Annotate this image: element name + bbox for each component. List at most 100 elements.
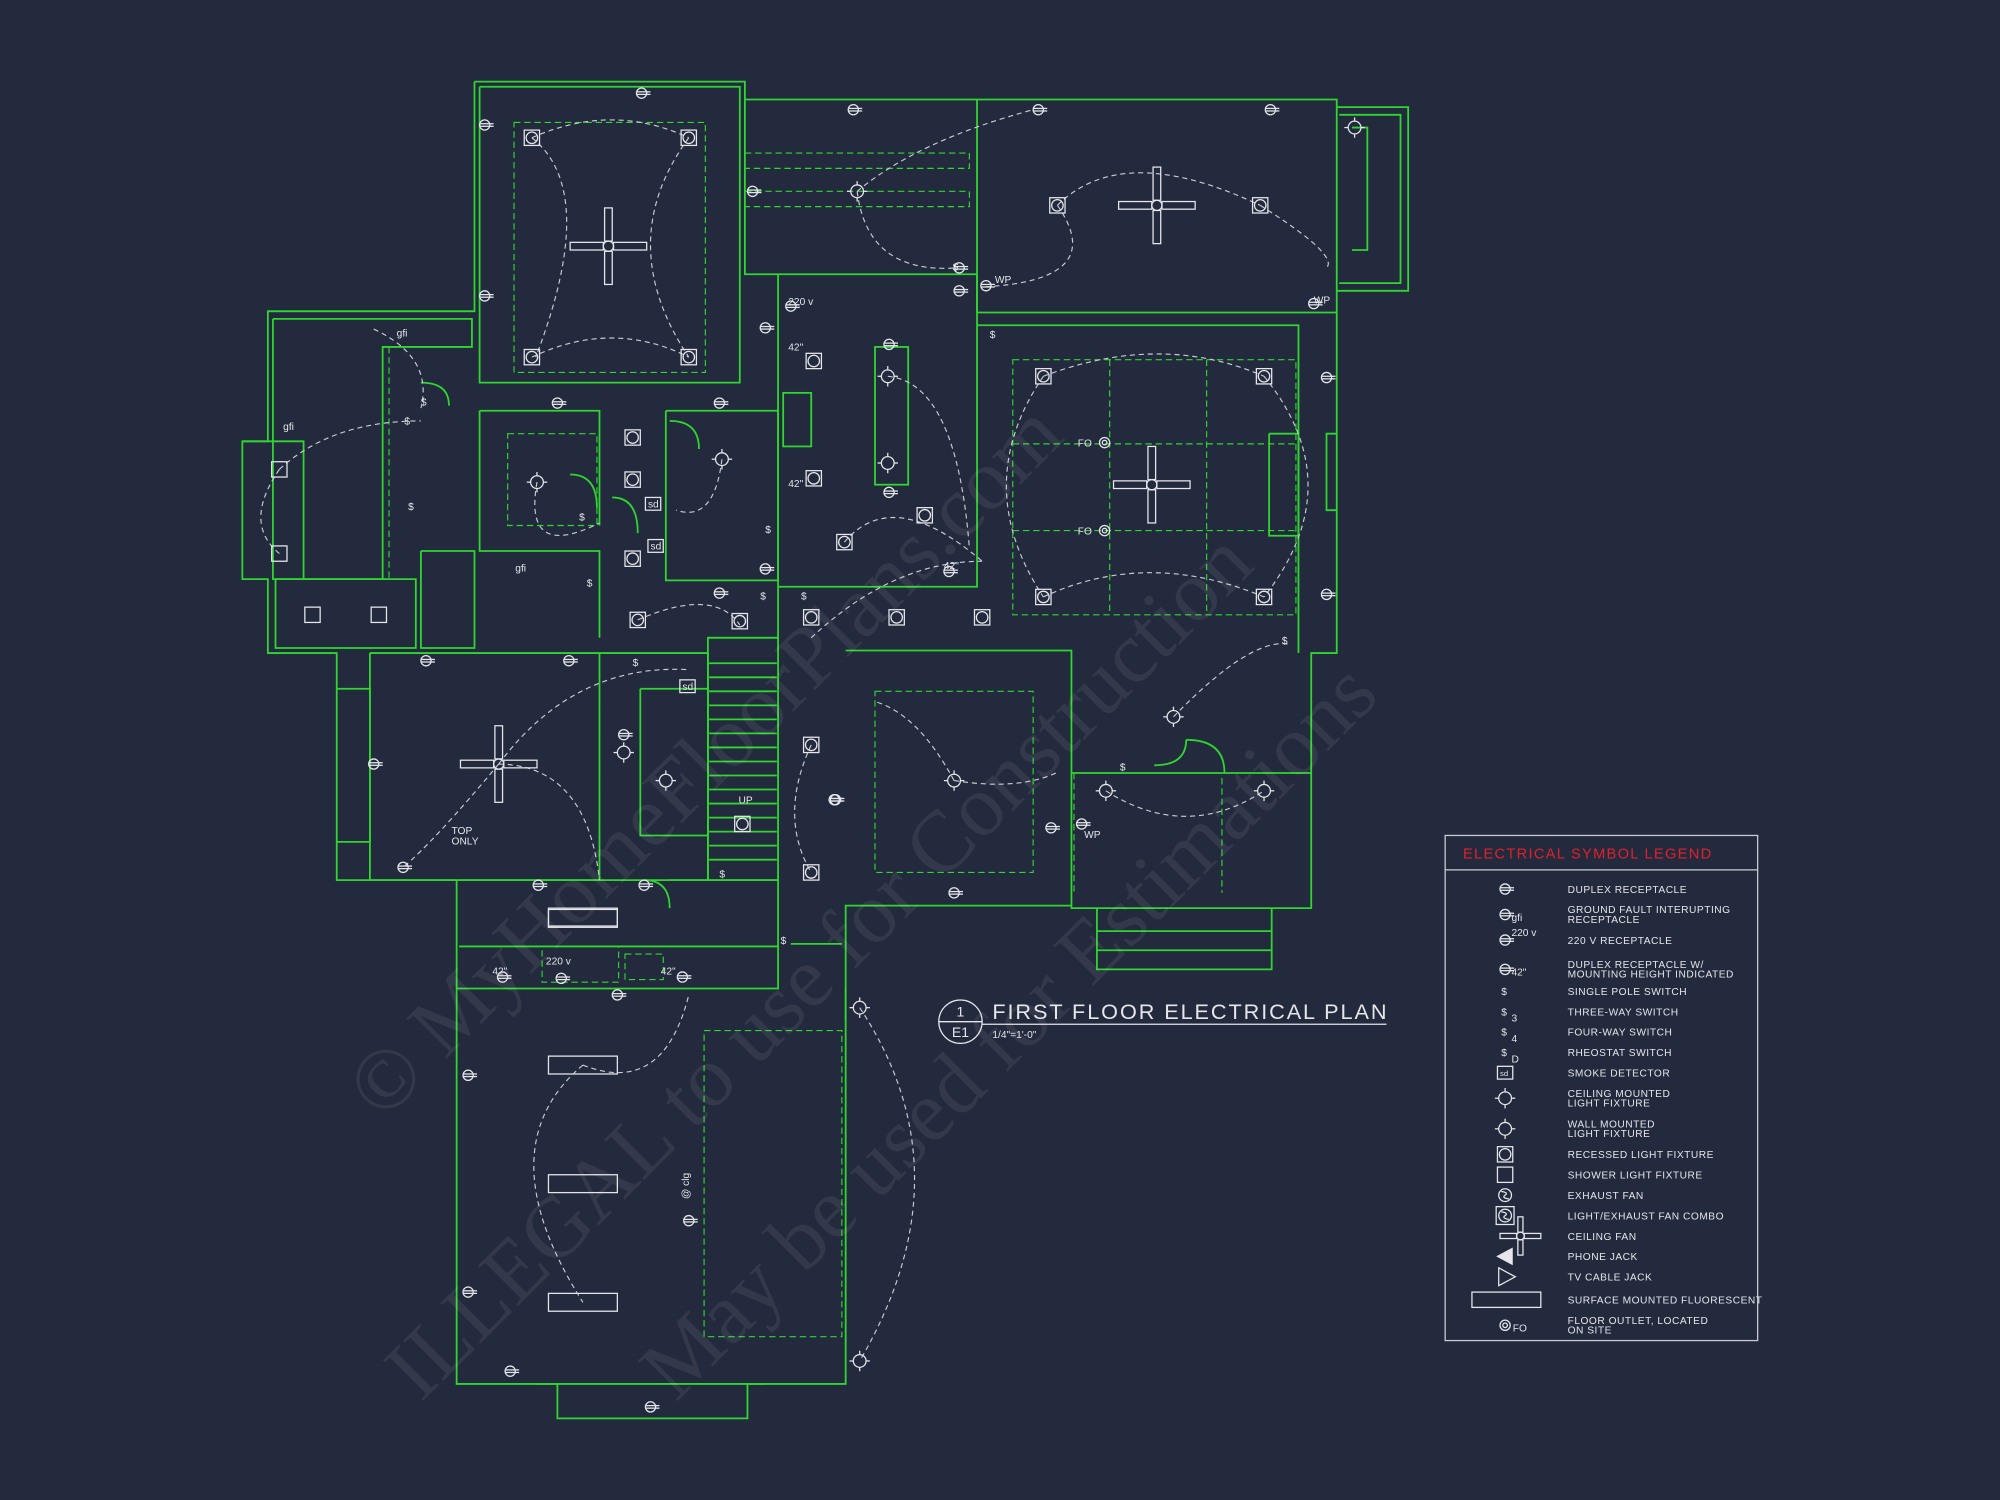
exhaust-fan-icon — [1498, 1188, 1513, 1203]
recessed-light-icon — [802, 736, 820, 754]
circuit-wire — [982, 205, 1074, 288]
tv-cable-jack-icon — [1498, 1266, 1517, 1287]
wall-segment — [1096, 908, 1273, 971]
legend-symbol-subscript: D — [1511, 1055, 1518, 1066]
recessed-light-icon — [624, 471, 641, 488]
shower-light-icon — [271, 461, 288, 478]
duplex-receptacle-icon — [713, 587, 729, 599]
shower-light-icon — [271, 545, 288, 562]
surface-fluorescent-fixture — [547, 1055, 618, 1075]
plan-label-h42-a: 42" — [788, 343, 803, 354]
circuit-wire — [637, 603, 741, 626]
legend-item-label: SURFACE MOUNTED FLUORESCENT — [1568, 1296, 1763, 1307]
duplex-receptacle-icon — [478, 290, 494, 302]
switch-icon: $ — [421, 398, 427, 409]
switch-icon: $ — [587, 579, 593, 590]
recessed-light-icon — [624, 550, 641, 567]
ceiling-light-icon — [877, 366, 898, 387]
ceiling-light-icon — [613, 742, 634, 763]
door-swing — [1154, 739, 1188, 767]
circuit-wire — [533, 1064, 584, 1303]
rheostat-switch-icon: $ — [1501, 1048, 1507, 1059]
legend-symbol-subscript: 42" — [1511, 968, 1526, 979]
legend-item-single-pole-switch: $SINGLE POLE SWITCH — [1501, 987, 1686, 998]
legend-item-tv-cable-jack: TV CABLE JACK — [1498, 1266, 1652, 1287]
ceiling-fan-icon — [1499, 1216, 1542, 1256]
plan-label-v220-laundry: 220 v — [546, 956, 572, 967]
circuit-wire — [531, 137, 568, 358]
legend-item-label: DUPLEX RECEPTACLE — [1568, 885, 1687, 896]
duplex-receptacle-icon — [532, 879, 548, 891]
receptacle-height-icon — [1499, 963, 1515, 976]
plan-label-gfi-c: gfi — [515, 563, 526, 574]
plan-title: FIRST FLOOR ELECTRICAL PLAN — [992, 999, 1388, 1024]
circuit-wire — [278, 420, 421, 470]
duplex-receptacle-icon — [948, 887, 964, 899]
recessed-light-icon — [802, 864, 820, 881]
duplex-receptacle-icon — [1032, 103, 1048, 116]
recessed-light-icon — [836, 533, 853, 551]
duplex-receptacle-icon — [847, 103, 863, 116]
wall-segment — [1339, 113, 1402, 285]
legend-item-label: FLOOR OUTLET, LOCATED — [1568, 1316, 1709, 1327]
ceiling-light-icon — [846, 181, 868, 202]
duplex-receptacle-icon — [883, 338, 898, 351]
circuit-wiring — [260, 109, 1329, 1362]
legend-item-label: WALL MOUNTED — [1568, 1120, 1655, 1131]
recessed-light-icon — [1251, 197, 1269, 214]
duplex-receptacle-icon — [462, 1286, 478, 1298]
recessed-light-icon — [624, 429, 641, 446]
duplex-receptacle-icon — [785, 300, 800, 312]
shower-light-icon — [1496, 1166, 1514, 1184]
legend-item-label: RECESSED LIGHT FIXTURE — [1568, 1150, 1714, 1161]
circuit-wire — [649, 137, 690, 358]
duplex-receptacle-icon — [759, 563, 775, 575]
circuit-wire — [1056, 172, 1261, 206]
legend-item-label: ON SITE — [1568, 1326, 1612, 1337]
switch-icon: $ — [801, 591, 807, 602]
wall-segment — [274, 578, 417, 649]
circuit-wire — [498, 763, 601, 881]
circuit-wire — [887, 375, 970, 549]
circuit-wire — [859, 1007, 916, 1362]
circuit-wire — [675, 459, 723, 513]
wall-segment — [845, 649, 1073, 906]
legend-item-light-exhaust-fan: LIGHT/EXHAUST FAN COMBO — [1495, 1205, 1724, 1226]
switch-icon: $ — [719, 870, 725, 881]
recessed-light-icon — [888, 609, 905, 626]
duplex-receptacle-icon — [617, 728, 633, 741]
wall-segment — [420, 550, 476, 649]
wall-segment — [664, 409, 779, 582]
recessed-light-icon — [916, 507, 934, 524]
ceiling-light-icon — [526, 471, 548, 493]
plan-label-v220-kitchen: 220 v — [788, 297, 814, 308]
wall-segment — [272, 317, 473, 580]
ceiling-light-icon — [943, 770, 965, 791]
duplex-receptacle-icon — [420, 654, 435, 667]
legend-item-label: LIGHT FIXTURE — [1568, 1099, 1651, 1110]
plan-label-gfi-a: gfi — [397, 329, 408, 340]
recessed-light-icon — [523, 348, 541, 366]
recessed-light-icon — [629, 611, 647, 629]
three-way-switch-icon: $ — [1501, 1007, 1507, 1018]
ceiling-light-icon — [849, 1350, 870, 1372]
legend-item-label: FOUR-WAY SWITCH — [1568, 1028, 1673, 1039]
duplex-receptacle-icon — [1499, 883, 1515, 895]
duplex-receptacle-icon — [1320, 371, 1336, 384]
legend-item-label: PHONE JACK — [1568, 1252, 1638, 1263]
legend-item-label: LIGHT FIXTURE — [1568, 1129, 1651, 1140]
plan-label-gfi-b: gfi — [283, 422, 294, 433]
duplex-receptacle-icon — [367, 758, 383, 770]
duplex-receptacle-icon — [462, 1069, 478, 1081]
legend-item-phone-jack: PHONE JACK — [1496, 1247, 1638, 1266]
smoke-detector-icon — [647, 538, 664, 553]
legend-item-label: RHEOSTAT SWITCH — [1568, 1048, 1672, 1059]
duplex-receptacle-icon — [953, 285, 969, 297]
circuit-wire — [874, 700, 955, 781]
sheet-number: E1 — [952, 1024, 969, 1040]
switch-icon: $ — [953, 262, 959, 273]
legend-item-label: LIGHT/EXHAUST FAN COMBO — [1568, 1211, 1724, 1222]
cooktop — [782, 391, 813, 448]
